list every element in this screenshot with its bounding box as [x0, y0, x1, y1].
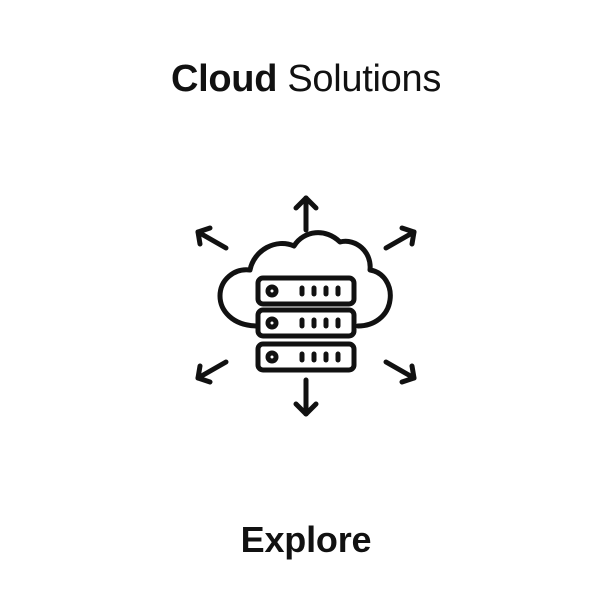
cloud-outline — [217, 230, 393, 329]
server-unit-2 — [255, 307, 357, 339]
explore-button[interactable]: Explore — [240, 519, 372, 560]
arrow-down-right-icon — [383, 359, 417, 385]
server-unit-1 — [255, 275, 357, 307]
arrow-up-left-icon — [195, 225, 229, 251]
title-bold-word: Cloud — [170, 58, 278, 100]
page-title: Cloud Solutions — [0, 56, 612, 102]
arrow-up-icon — [293, 195, 319, 233]
title-light-word: Solutions — [287, 58, 442, 100]
arrow-down-left-icon — [195, 359, 229, 385]
arrow-up-right-icon — [383, 225, 417, 251]
server-unit-3 — [255, 341, 357, 373]
arrow-down-icon — [293, 377, 319, 417]
cloud-server-network-icon — [186, 186, 426, 426]
